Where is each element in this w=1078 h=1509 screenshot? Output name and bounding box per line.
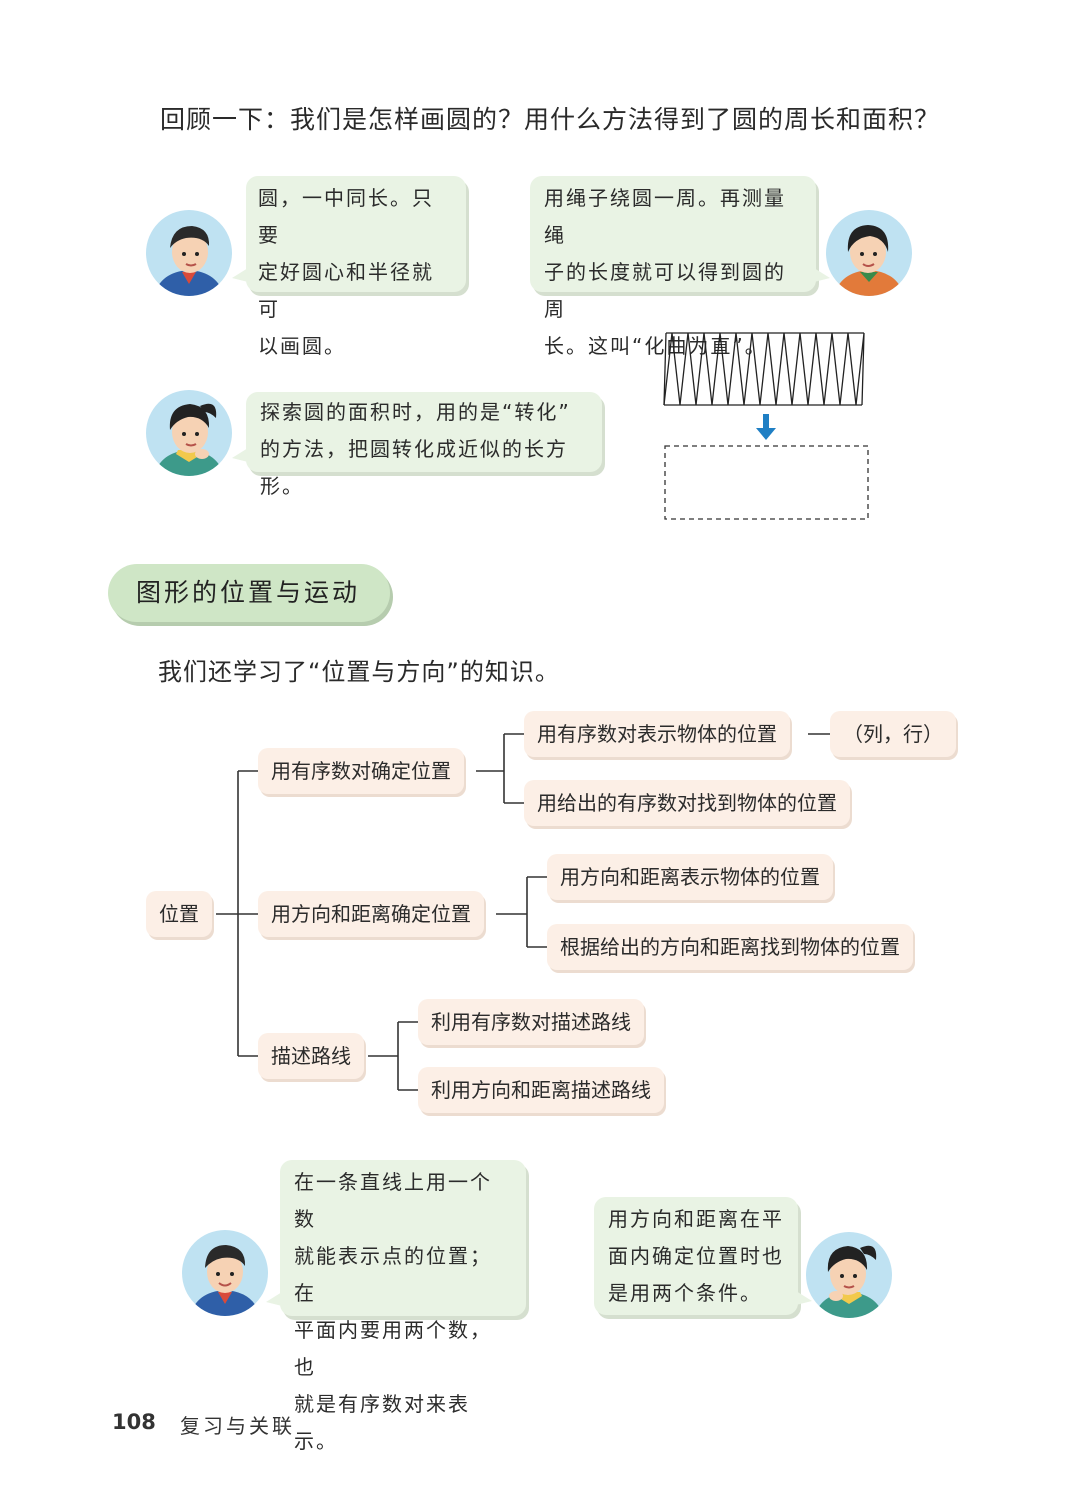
speech-bubble-plane-position: 用方向和距离在平 面内确定位置时也 是用两个条件。 <box>594 1197 812 1315</box>
page-number: 108 <box>112 1410 156 1434</box>
circle-sectors-figure <box>663 332 869 520</box>
bubble-line: 就是有序数对来表示。 <box>294 1392 470 1453</box>
review-question: 回顾一下：我们是怎样画圆的？用什么方法得到了圆的周长和面积？ <box>160 105 941 134</box>
ponytail-girl-avatar-bottom <box>806 1232 892 1318</box>
bubble-line: 就能表示点的位置；在 <box>294 1244 492 1305</box>
tree-leaf-direction-find: 根据给出的方向和距离找到物体的位置 <box>547 924 913 970</box>
tree-branch-direction-distance: 用方向和距离确定位置 <box>258 891 484 937</box>
bubble-line: 子的长度就可以得到圆的周 <box>544 260 786 321</box>
bubble-line: 用方向和距离在平 <box>608 1207 784 1231</box>
speech-bubble-area: 探索圆的面积时，用的是“转化” 的方法，把圆转化成近似的长方形。 <box>232 392 602 498</box>
tree-leaf-ordered-pair-find: 用给出的有序数对找到物体的位置 <box>524 780 850 826</box>
bubble-line: 在一条直线上用一个数 <box>294 1170 492 1231</box>
tree-branch-route: 描述路线 <box>258 1033 364 1079</box>
down-arrow-icon <box>756 414 776 440</box>
tree-leaf-ordered-pair-represent: 用有序数对表示物体的位置 <box>524 711 790 757</box>
bubble-line: 长。这叫“化曲为直”。 <box>544 334 767 358</box>
bubble-line: 平面内要用两个数，也 <box>294 1318 492 1379</box>
tree-leaf-direction-represent: 用方向和距离表示物体的位置 <box>547 854 833 900</box>
boy-avatar-bottom <box>182 1230 268 1316</box>
bubble-line: 定好圆心和半径就可 <box>258 260 434 321</box>
boy-avatar <box>146 210 232 296</box>
bubble-line: 的方法，把圆转化成近似的长方形。 <box>260 437 568 498</box>
speech-bubble-circumference: 用绳子绕圆一周。再测量绳 子的长度就可以得到圆的周 长。这叫“化曲为直”。 <box>530 176 830 358</box>
bubble-line: 是用两个条件。 <box>608 1281 762 1305</box>
footer-title: 复习与关联 <box>180 1414 295 1438</box>
dashed-rectangle <box>664 445 869 520</box>
tree-branch-ordered-pair: 用有序数对确定位置 <box>258 748 464 794</box>
tree-leaf-route-ordered-pair: 利用有序数对描述路线 <box>418 999 644 1045</box>
tree-leaf-route-direction: 利用方向和距离描述路线 <box>418 1067 664 1113</box>
bubble-line: 探索圆的面积时，用的是“转化” <box>260 400 571 424</box>
intro-text: 我们还学习了“位置与方向”的知识。 <box>158 658 560 686</box>
bubble-line: 用绳子绕圆一周。再测量绳 <box>544 186 786 247</box>
ponytail-girl-avatar <box>146 390 232 476</box>
bubble-line: 圆，一中同长。只要 <box>258 186 434 247</box>
bubble-line: 以画圆。 <box>258 334 346 358</box>
bubble-line: 面内确定位置时也 <box>608 1244 784 1268</box>
tree-note-column-row: （列，行） <box>830 711 956 757</box>
section-title: 图形的位置与运动 <box>108 564 390 622</box>
tree-root-position: 位置 <box>146 891 212 937</box>
girl-avatar <box>826 210 912 296</box>
speech-bubble-draw-circle: 圆，一中同长。只要 定好圆心和半径就可 以画圆。 <box>232 176 466 358</box>
speech-bubble-line-position: 在一条直线上用一个数 就能表示点的位置；在 平面内要用两个数，也 就是有序数对来… <box>266 1160 526 1453</box>
